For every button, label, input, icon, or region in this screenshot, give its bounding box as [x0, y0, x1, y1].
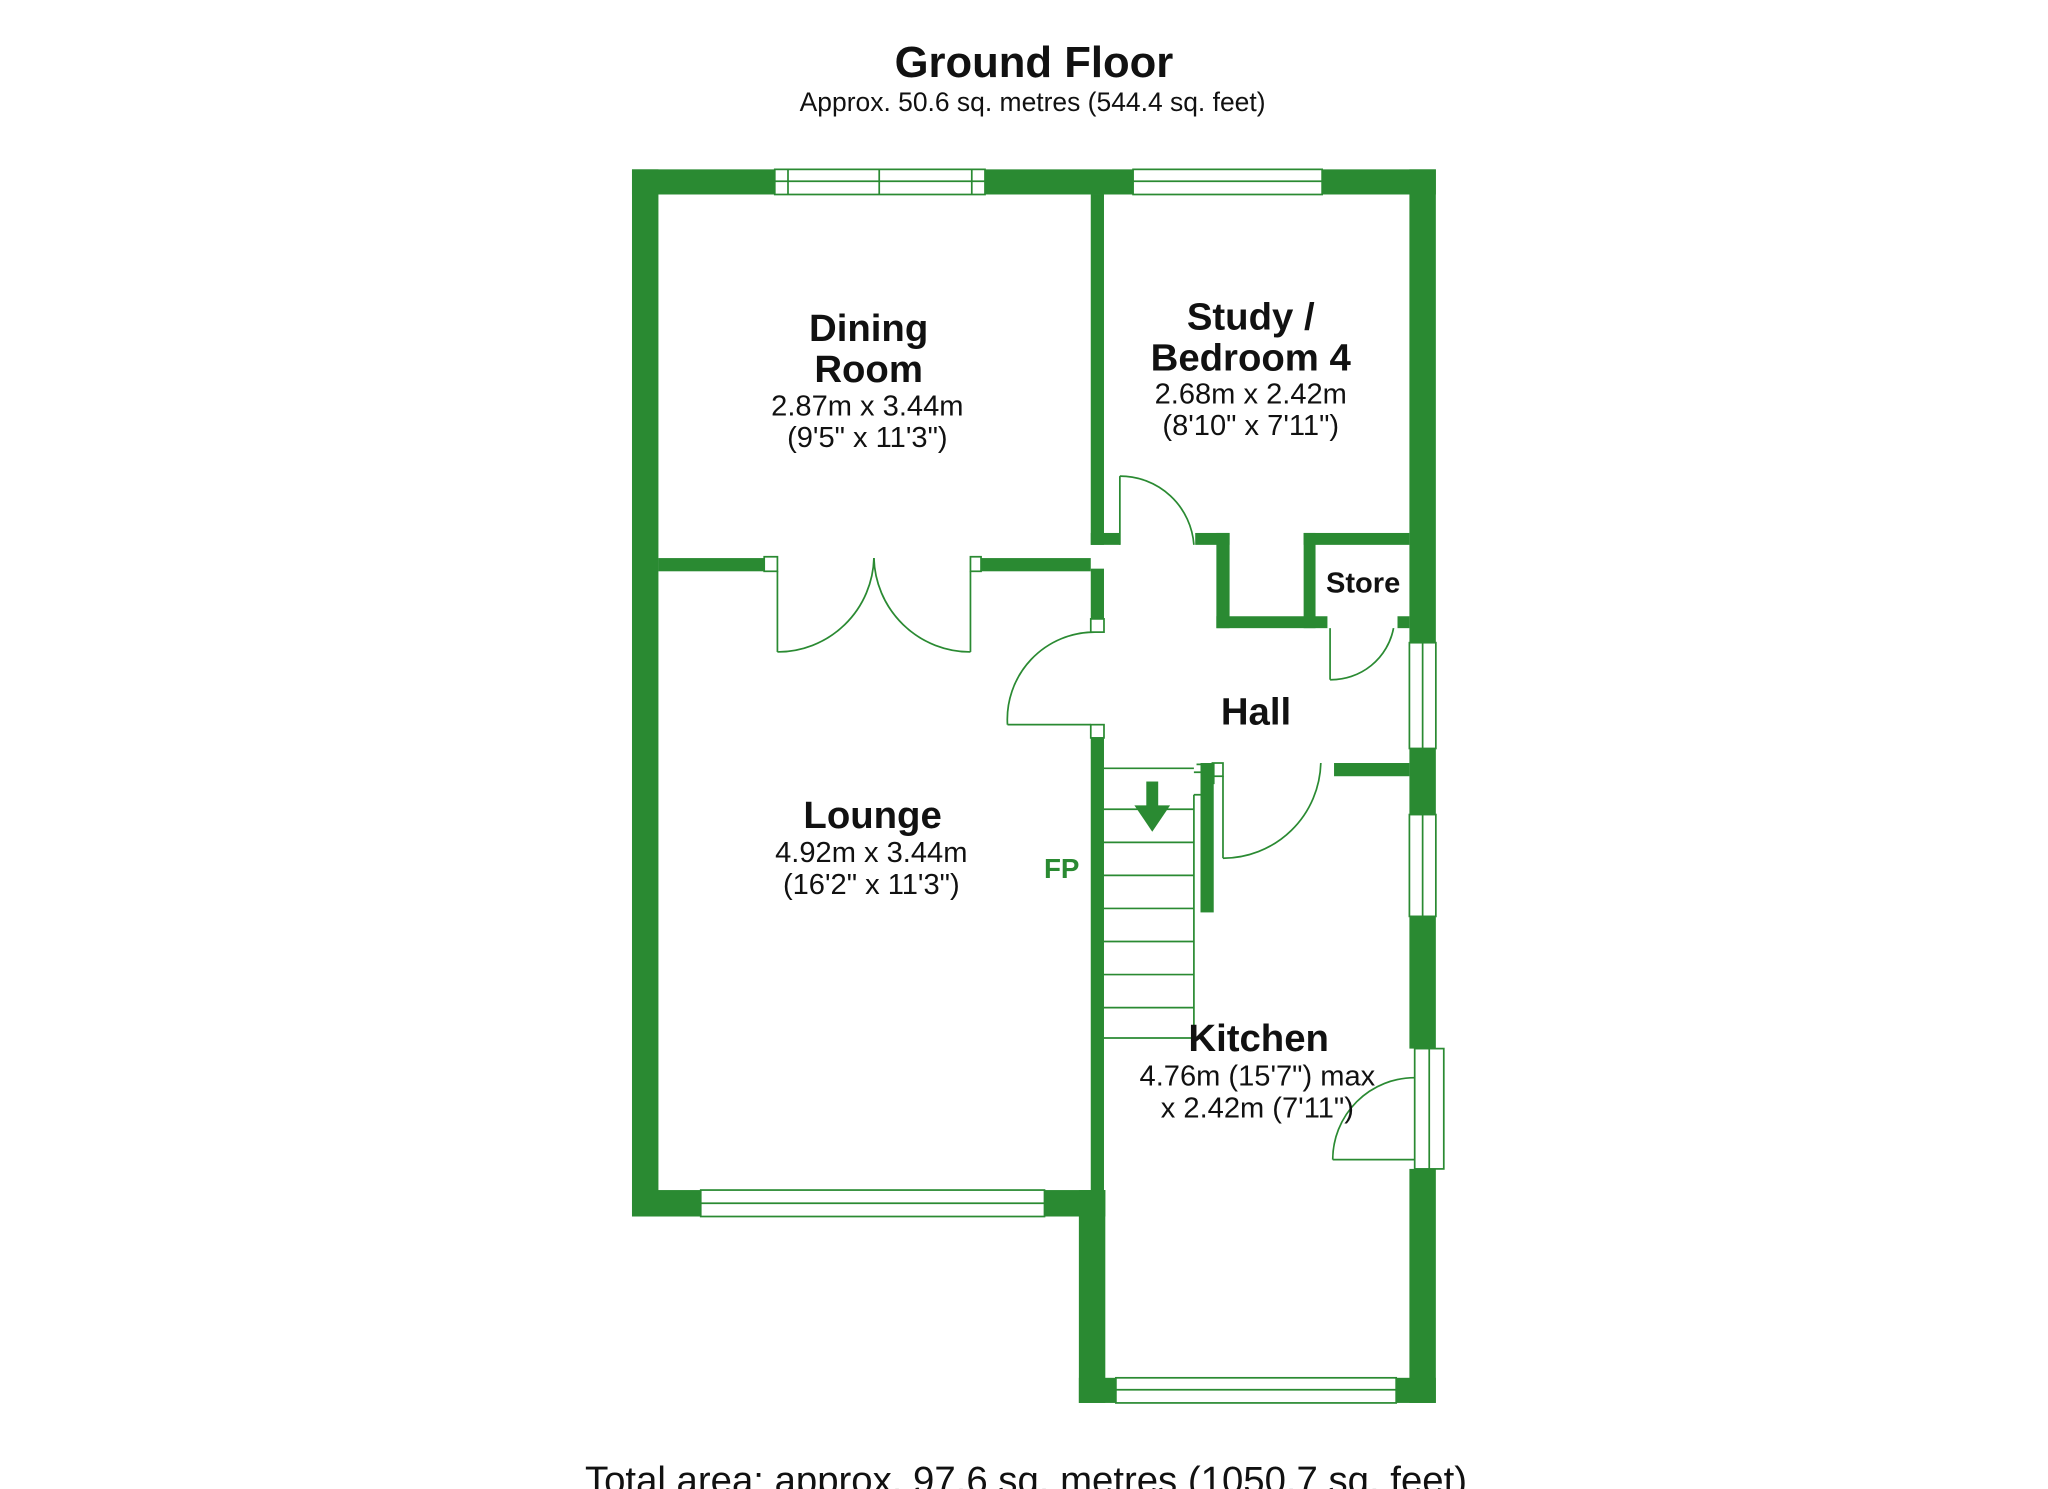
room-name: Kitchen [1188, 1017, 1329, 1060]
kitchen-door-frame [1413, 1047, 1445, 1170]
store-door [1329, 627, 1395, 681]
room-dimensions: (16'2" x 11'3") [783, 869, 960, 901]
lounge-window [699, 1189, 1046, 1218]
room-name: Lounge [803, 794, 941, 837]
windows [699, 168, 1445, 1404]
back-door [1331, 1076, 1415, 1161]
hall-label: Hall [1221, 691, 1291, 734]
fireplace-label: FP [1044, 853, 1079, 884]
room-dimensions: (9'5" x 11'3") [787, 422, 948, 454]
dining-room-label: Dining Room 2.87m x 3.44m (9'5" x 11'3") [771, 307, 963, 454]
study-door [1118, 475, 1195, 545]
room-name: Dining [809, 307, 928, 350]
dining-window [773, 168, 986, 196]
room-dimensions: 2.68m x 2.42m [1155, 378, 1347, 410]
kitchen-door [1211, 762, 1322, 860]
lounge-label: Lounge 4.92m x 3.44m (16'2" x 11'3") [775, 794, 967, 901]
hall-window [1408, 641, 1437, 750]
study-window [1132, 168, 1324, 196]
kitchen-label: Kitchen 4.76m (15'7") max x 2.42m (7'11"… [1140, 1017, 1376, 1124]
study-label: Study / Bedroom 4 2.68m x 2.42m (8'10" x… [1151, 295, 1352, 442]
kitchen-side-window [1408, 813, 1437, 918]
room-dimensions: 4.92m x 3.44m [775, 837, 967, 869]
interior-walls [658, 194, 1410, 1191]
plan-title: Ground Floor [895, 39, 1174, 87]
store-label: Store [1326, 567, 1400, 599]
room-dimensions: x 2.42m (7'11") [1161, 1092, 1354, 1124]
plan-subtitle: Approx. 50.6 sq. metres (544.4 sq. feet) [800, 87, 1266, 117]
room-name: Study / [1187, 295, 1315, 338]
room-dimensions: (8'10" x 7'11") [1162, 410, 1339, 442]
total-area: Total area: approx. 97.6 sq. metres (105… [585, 1459, 1467, 1489]
exterior-walls [631, 169, 1436, 1403]
room-name: Bedroom 4 [1151, 336, 1352, 379]
staircase [1103, 763, 1215, 1039]
room-name: Room [814, 348, 923, 391]
room-dimensions: 4.76m (15'7") max [1140, 1061, 1376, 1093]
doors [763, 475, 1415, 1161]
lounge-double-door [763, 555, 982, 653]
arrow-down-icon [1134, 781, 1171, 832]
kitchen-bottom-window [1115, 1376, 1398, 1404]
lounge-hall-door [1006, 618, 1105, 739]
room-dimensions: 2.87m x 3.44m [771, 390, 963, 422]
